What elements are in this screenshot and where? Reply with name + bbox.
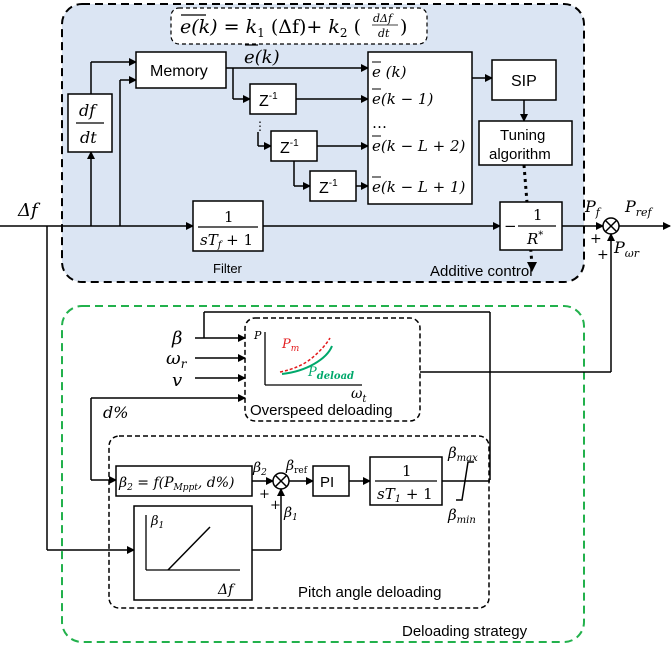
stack-item-1: e(k − 1)	[372, 90, 433, 108]
deloading-strategy-region	[61, 305, 585, 643]
delay-label-3: Z-1	[319, 178, 338, 197]
gain-den: R*	[526, 230, 543, 248]
additive-region-label: Additive control	[430, 263, 533, 280]
stack-item-0: e (k)	[372, 63, 407, 81]
stack-item-2: …	[372, 114, 387, 132]
pitch-label: Pitch angle deloading	[298, 584, 441, 601]
equation-close: )	[400, 16, 407, 38]
beta2-function-block	[115, 465, 253, 497]
pf-label: Pf	[584, 197, 602, 219]
beta1-characteristic-block	[133, 505, 253, 601]
equation: e(k) = k1 (Δf)+ k2 (	[180, 16, 361, 42]
overspeed-deloading-block	[244, 317, 421, 422]
memory-label: Memory	[150, 63, 208, 80]
beta2-function-label: β2 = f(PMppt, d%)	[118, 475, 235, 493]
d-percent-label: d%	[103, 403, 128, 422]
pref-label: Pref	[624, 197, 654, 219]
equation-frac-num: dΔf	[373, 12, 394, 25]
pm-label: Pm	[281, 337, 299, 354]
gain-minus: −	[504, 217, 517, 235]
plus-sign-a: +	[259, 487, 270, 502]
pitch-angle-deloading-block	[108, 435, 490, 609]
beta1-curve	[167, 526, 211, 571]
pwr-label: Pωr	[613, 238, 640, 260]
filter-label: Filter	[213, 261, 243, 276]
beta-max-label: βmax	[447, 444, 478, 464]
beta-ref-label: βref	[285, 458, 308, 476]
dots-label: ⋮	[254, 119, 266, 133]
beta-input-label: β	[171, 328, 182, 349]
limiter-symbol	[456, 461, 474, 501]
tuning-label-2: algorithm	[489, 146, 551, 163]
stack-item-4: e(k − L + 1)	[372, 178, 466, 196]
pm-curve	[279, 337, 331, 373]
beta2-signal-label: β2	[252, 460, 267, 478]
lag-den: sT1 + 1	[377, 485, 433, 505]
delay-block-3	[309, 170, 357, 202]
delay-block-2	[270, 130, 318, 162]
pdeload-curve	[281, 345, 333, 375]
delay-block-1	[249, 83, 297, 115]
memory-output-label: e(k)	[244, 47, 280, 68]
v-input-label: v	[172, 370, 182, 391]
equation-box	[170, 7, 428, 45]
memory-block	[135, 51, 227, 89]
plus-sign-2: +	[597, 247, 609, 263]
overspeed-label: Overspeed deloading	[250, 402, 393, 419]
plus-sign-b: +	[270, 498, 281, 513]
filter-block	[192, 200, 264, 252]
omega-input-label: ωr	[166, 348, 188, 371]
plus-sign-1: +	[590, 231, 602, 247]
tuning-label-1: Tuning	[500, 127, 545, 144]
plot-p-label: P	[253, 329, 262, 342]
beta-min-label: βmin	[447, 506, 476, 526]
delay-label-2: Z-1	[280, 138, 299, 157]
sip-label: SIP	[511, 73, 537, 90]
beta1-plot-label: β1	[150, 514, 164, 531]
beta1-signal-label: β1	[283, 505, 298, 523]
filter-num: 1	[224, 208, 234, 226]
pdeload-label: Pdeload	[307, 365, 354, 382]
filter-den: sTf + 1	[200, 231, 253, 251]
lag-num: 1	[402, 462, 412, 480]
gain-num: 1	[533, 206, 543, 224]
deloading-region-label: Deloading strategy	[402, 623, 528, 640]
delay-label-1: Z-1	[259, 91, 278, 110]
pi-controller-block	[312, 465, 350, 497]
beta1-plot-x-label: Δf	[217, 582, 236, 598]
derivative-den: dt	[80, 128, 97, 147]
input-label: Δf	[17, 200, 41, 221]
error-stack-block	[367, 51, 473, 205]
equation-frac-den: dt	[378, 27, 390, 40]
tuning-algorithm-block	[478, 120, 573, 166]
pi-label: PI	[320, 474, 334, 491]
stack-item-3: e(k − L + 2)	[372, 137, 466, 155]
derivative-num: df	[79, 101, 98, 120]
plot-omega-label: ωt	[351, 386, 367, 405]
